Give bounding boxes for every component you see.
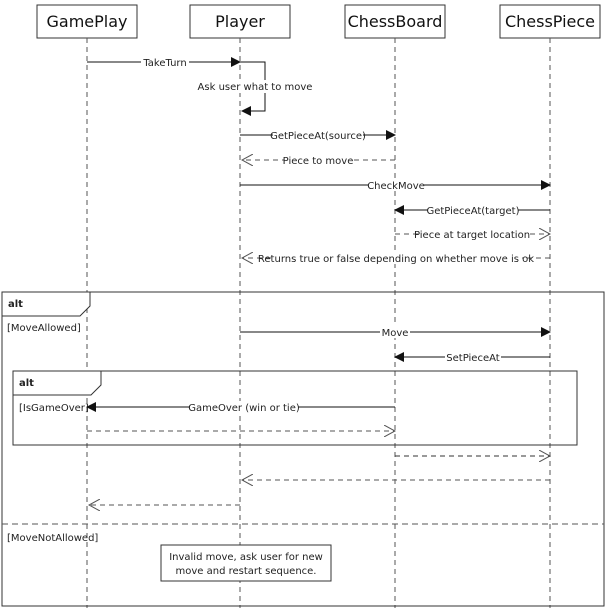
participant-chessboard-label: ChessBoard: [348, 12, 443, 31]
label-get-piece-source: GetPieceAt(source): [270, 131, 366, 142]
guard-move-allowed: [MoveAllowed]: [7, 323, 81, 334]
participant-chesspiece-label: ChessPiece: [505, 12, 595, 31]
fragment-outer-alt-tab: [1, 291, 91, 317]
fragment-inner-alt-label: alt: [19, 378, 34, 389]
fragment-outer-alt-label: alt: [8, 299, 23, 310]
note-line-2: move and restart sequence.: [176, 566, 317, 577]
participant-chessboard: ChessBoard: [344, 4, 446, 39]
note-line-1: Invalid move, ask user for new: [169, 552, 323, 563]
participant-player-label: Player: [215, 12, 265, 31]
participant-chesspiece: ChessPiece: [499, 4, 601, 39]
label-set-piece-at: SetPieceAt: [446, 353, 499, 364]
fragment-inner-alt: [12, 370, 578, 446]
label-piece-to-move: Piece to move: [283, 156, 354, 167]
fragment-outer-alt: [1, 291, 605, 607]
label-take-turn: TakeTurn: [142, 58, 186, 69]
label-get-piece-target: GetPieceAt(target): [426, 206, 519, 217]
participant-gameplay: GamePlay: [36, 4, 138, 39]
participant-player: Player: [189, 4, 291, 39]
label-returns: Returns true or false depending on wheth…: [258, 254, 534, 265]
guard-move-not-allowed: [MoveNotAllowed]: [7, 533, 98, 544]
fragment-inner-alt-tab: [12, 370, 102, 396]
participant-gameplay-label: GamePlay: [47, 12, 128, 31]
label-move: Move: [382, 328, 409, 339]
label-check-move: CheckMove: [367, 181, 425, 192]
label-ask-user: Ask user what to move: [198, 82, 313, 93]
note-invalid-move: Invalid move, ask user for new move and …: [160, 544, 332, 582]
label-game-over: GameOver (win or tie): [188, 403, 300, 414]
guard-is-game-over: [IsGameOver]: [19, 403, 89, 414]
label-piece-at-target: Piece at target location: [414, 230, 530, 241]
